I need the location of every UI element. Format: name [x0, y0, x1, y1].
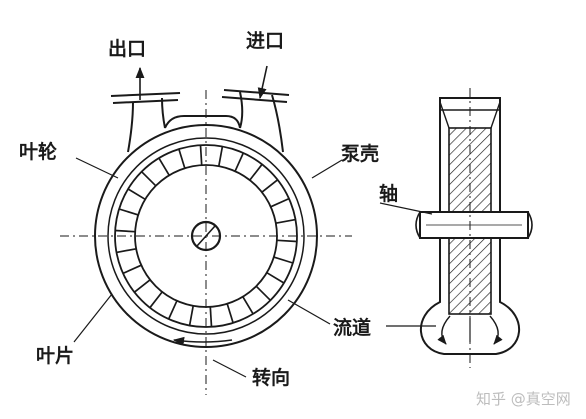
side-flow-left — [437, 315, 451, 345]
impeller-blade — [217, 146, 224, 167]
impeller-blade — [199, 145, 203, 166]
impeller-blade — [261, 179, 279, 193]
impeller-blade — [122, 264, 142, 275]
rotation-arrow — [172, 336, 233, 346]
label-channel: 流道 — [333, 316, 371, 339]
impeller-blade — [141, 171, 157, 187]
impeller-blades — [115, 145, 297, 327]
impeller-blade — [133, 279, 151, 293]
impeller-blade — [270, 197, 290, 208]
label-impeller: 叶轮 — [19, 140, 57, 163]
impeller-blade — [116, 247, 137, 254]
impeller-blade — [115, 229, 136, 233]
outlet-nozzle — [110, 92, 181, 153]
label-shaft: 轴 — [379, 182, 398, 205]
stripper — [164, 115, 241, 129]
side-flow-right — [489, 315, 503, 345]
impeller-blade — [249, 163, 263, 181]
impeller-blade — [149, 291, 163, 309]
label-blade: 叶片 — [36, 344, 74, 367]
label-casing: 泵壳 — [341, 142, 379, 165]
impeller-blade — [234, 152, 245, 172]
impeller-blade — [242, 296, 254, 315]
impeller-blade — [178, 148, 186, 169]
impeller-blade — [275, 218, 296, 225]
front-view — [60, 65, 352, 395]
label-outlet: 出口 — [108, 37, 146, 60]
impeller-blade — [127, 188, 146, 201]
impeller-blade — [273, 256, 294, 264]
inlet-nozzle — [221, 89, 290, 153]
impeller-blade — [167, 300, 178, 320]
impeller-blade — [209, 306, 213, 327]
casing-outer — [94, 124, 318, 348]
impeller-blade — [158, 157, 170, 176]
label-inlet: 进口 — [246, 30, 284, 52]
casing-inner — [107, 137, 305, 335]
inlet-flow-arrow — [257, 65, 268, 100]
impeller-blade — [118, 208, 139, 216]
impeller-blade — [188, 305, 195, 326]
leader-lines — [73, 157, 436, 378]
label-rotation: 转向 — [252, 366, 290, 389]
side-view — [415, 88, 533, 368]
impeller-blade — [255, 285, 271, 301]
watermark: 知乎 @真空网 — [476, 390, 571, 408]
impeller-blade — [276, 239, 297, 243]
impeller-blade — [266, 271, 285, 284]
impeller-blade — [226, 303, 234, 324]
